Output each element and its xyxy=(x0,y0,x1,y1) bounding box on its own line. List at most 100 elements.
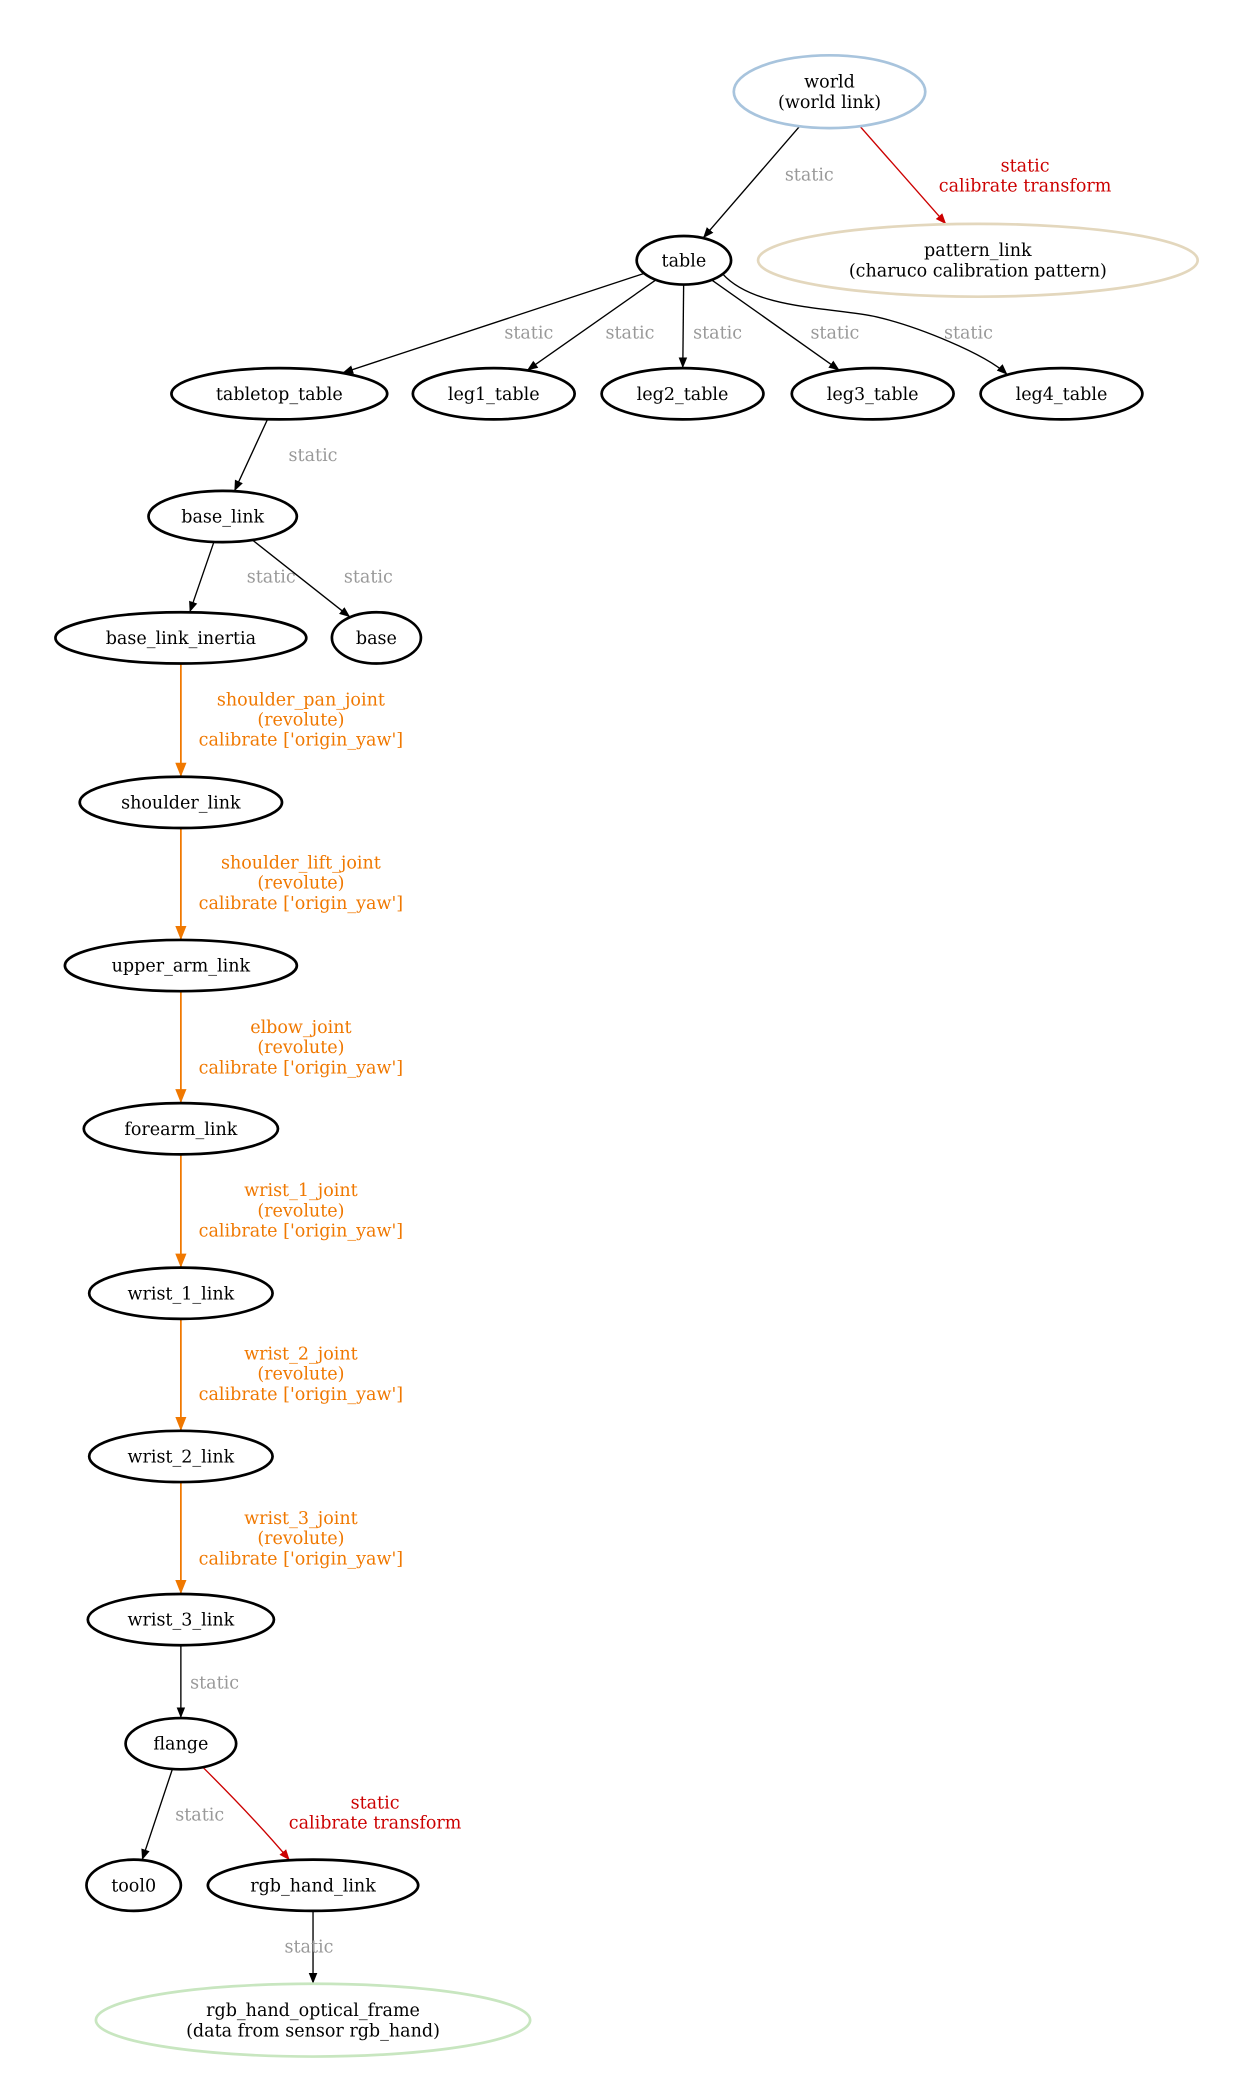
edge-world-to-table: static xyxy=(702,125,834,239)
node-ellipse xyxy=(124,1716,238,1771)
node-label: upper_arm_link xyxy=(112,957,251,977)
edge-arrow xyxy=(859,125,947,225)
node-label: leg4_table xyxy=(1016,385,1108,405)
edge-label: static xyxy=(351,1793,400,1813)
node-ellipse xyxy=(411,366,576,421)
edge-label: static xyxy=(175,1806,224,1826)
node-label: leg3_table xyxy=(827,385,919,405)
node-rgb_hand_optical_frame[interactable]: rgb_hand_optical_frame(data from sensor … xyxy=(94,1982,532,2058)
edge-label: elbow_joint xyxy=(250,1018,351,1038)
edge-rgb_hand_link-to-rgb_hand_optical_frame: static xyxy=(285,1910,334,1984)
edge-shoulder_link-to-upper_arm_link: shoulder_lift_joint(revolute)calibrate [… xyxy=(175,828,403,940)
edge-label: (revolute) xyxy=(257,1038,344,1058)
edge-flange-to-tool0: static xyxy=(141,1768,224,1861)
edge-arrow xyxy=(233,418,269,492)
node-ellipse xyxy=(78,775,284,830)
edge-arrow xyxy=(678,284,688,369)
node-label: leg2_table xyxy=(637,385,729,405)
edge-label: shoulder_pan_joint xyxy=(217,690,385,710)
edge-label: static xyxy=(1001,156,1050,176)
node-leg3_table[interactable]: leg3_table xyxy=(790,366,955,421)
node-ellipse xyxy=(756,222,1200,299)
node-ellipse xyxy=(732,53,927,130)
node-leg4_table[interactable]: leg4_table xyxy=(979,366,1144,421)
edge-label: calibrate ['origin_yaw'] xyxy=(199,1058,403,1078)
edge-label: static xyxy=(285,1938,334,1958)
node-label: wrist_3_link xyxy=(127,1611,234,1631)
node-rgb_hand_link[interactable]: rgb_hand_link xyxy=(206,1858,420,1913)
node-wrist_3_link[interactable]: wrist_3_link xyxy=(86,1592,276,1647)
edge-table-to-leg3_table: static xyxy=(711,279,859,371)
node-ellipse xyxy=(94,1982,532,2058)
edge-label: static xyxy=(810,323,859,343)
edge-arrow xyxy=(711,279,840,371)
node-leg2_table[interactable]: leg2_table xyxy=(600,366,765,421)
edge-label: wrist_3_joint xyxy=(244,1509,358,1529)
edge-label: (revolute) xyxy=(257,874,344,894)
edge-wrist_2_link-to-wrist_3_link: wrist_3_joint(revolute)calibrate ['origi… xyxy=(175,1482,403,1594)
node-label: base_link xyxy=(181,508,264,528)
edge-label: static xyxy=(605,323,654,343)
node-wrist_1_link[interactable]: wrist_1_link xyxy=(87,1266,274,1321)
edge-label: (revolute) xyxy=(257,711,344,731)
node-label: shoulder_link xyxy=(121,793,241,813)
edge-label: static xyxy=(504,323,553,343)
node-ellipse xyxy=(87,1429,274,1484)
node-ellipse xyxy=(600,366,765,421)
node-forearm_link[interactable]: forearm_link xyxy=(82,1101,280,1156)
edge-label: static xyxy=(289,446,338,466)
node-tabletop_table[interactable]: tabletop_table xyxy=(170,366,389,421)
node-table[interactable]: table xyxy=(635,234,733,286)
edge-label: calibrate ['origin_yaw'] xyxy=(199,1222,403,1242)
node-base_link[interactable]: base_link xyxy=(147,489,299,544)
edge-table-to-leg1_table: static xyxy=(526,279,657,371)
node-tool0[interactable]: tool0 xyxy=(85,1858,183,1913)
edge-upper_arm_link-to-forearm_link: elbow_joint(revolute)calibrate ['origin_… xyxy=(175,991,403,1104)
node-pattern_link[interactable]: pattern_link(charuco calibration pattern… xyxy=(756,222,1200,299)
node-label: world xyxy=(804,73,855,93)
node-ellipse xyxy=(206,1858,420,1913)
node-label: wrist_1_link xyxy=(127,1284,234,1304)
node-world[interactable]: world(world link) xyxy=(732,53,927,130)
node-label: rgb_hand_optical_frame xyxy=(206,2001,420,2021)
node-ellipse xyxy=(147,489,299,544)
node-upper_arm_link[interactable]: upper_arm_link xyxy=(63,938,299,993)
edge-label: static xyxy=(693,323,742,343)
node-label: (data from sensor rgb_hand) xyxy=(186,2021,440,2041)
node-ellipse xyxy=(54,610,308,665)
edge-label: shoulder_lift_joint xyxy=(221,853,381,873)
edge-arrow xyxy=(342,272,645,374)
edge-label: calibrate transform xyxy=(289,1814,462,1834)
node-label: flange xyxy=(153,1735,208,1755)
edge-label: calibrate transform xyxy=(939,176,1112,196)
node-shoulder_link[interactable]: shoulder_link xyxy=(78,775,284,830)
node-base[interactable]: base xyxy=(330,610,423,665)
node-ellipse xyxy=(635,234,733,286)
edge-label: static xyxy=(944,323,993,343)
nodes: world(world link) pattern_link(charuco ca… xyxy=(54,53,1200,2058)
edge-label: static xyxy=(785,166,834,186)
edge-base_link-to-base: static xyxy=(251,539,393,618)
edge-label: calibrate ['origin_yaw'] xyxy=(199,1385,403,1405)
node-base_link_inertia[interactable]: base_link_inertia xyxy=(54,610,308,665)
node-flange[interactable]: flange xyxy=(124,1716,238,1771)
node-label: leg1_table xyxy=(448,385,540,405)
edge-label: calibrate ['origin_yaw'] xyxy=(199,1549,403,1569)
node-label: pattern_link xyxy=(924,241,1032,261)
node-ellipse xyxy=(82,1101,280,1156)
node-label: forearm_link xyxy=(124,1120,237,1140)
edge-arrow xyxy=(141,1768,174,1861)
node-label: wrist_2_link xyxy=(127,1448,234,1468)
node-ellipse xyxy=(63,938,299,993)
edge-label: calibrate ['origin_yaw'] xyxy=(199,731,403,751)
edge-label: (revolute) xyxy=(257,1201,344,1221)
node-wrist_2_link[interactable]: wrist_2_link xyxy=(87,1429,274,1484)
edge-tabletop_table-to-base_link: static xyxy=(233,418,338,492)
node-leg1_table[interactable]: leg1_table xyxy=(411,366,576,421)
node-label: base xyxy=(356,629,397,649)
node-label: (world link) xyxy=(778,93,881,113)
